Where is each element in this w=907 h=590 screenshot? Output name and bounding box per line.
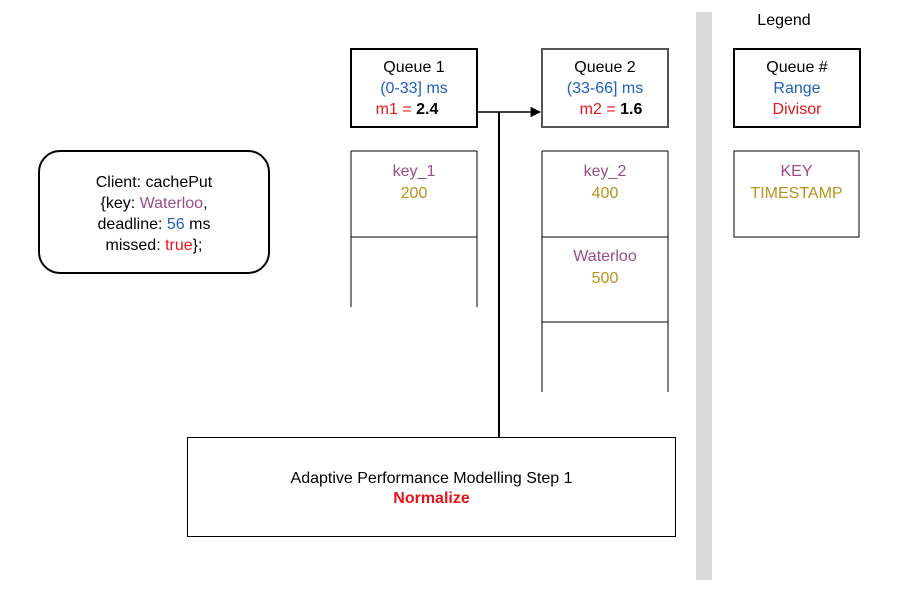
client-deadline-line: deadline: 56 ms <box>40 214 268 235</box>
legend-divisor-label: Divisor <box>772 101 822 118</box>
queue-2-divisor-label: m2 = <box>579 101 621 118</box>
entry-timestamp: 400 <box>591 185 619 202</box>
queue-1-range: (0-33] ms <box>380 80 448 97</box>
client-key-prefix: {key: <box>100 195 140 212</box>
client-call: Client: cachePut <box>95 174 213 191</box>
client-key-value: Waterloo <box>139 195 204 212</box>
queue-2-header: Queue 2 (33-66] ms m2 = 1.6 <box>541 48 669 128</box>
queue-1-header: Queue 1 (0-33] ms m1 = 2.4 <box>350 48 478 128</box>
legend-timestamp-label: TIMESTAMP <box>750 185 843 202</box>
client-missed-line: missed: true}; <box>40 235 268 256</box>
entry-timestamp: 200 <box>400 185 428 202</box>
client-missed-suffix: }; <box>192 237 203 254</box>
legend-entry: KEY TIMESTAMP <box>734 161 859 205</box>
legend-key-label: KEY <box>780 163 813 180</box>
queue-1-title: Queue 1 <box>383 59 445 76</box>
queue-2-divisor: m2 = 1.6 <box>543 99 667 120</box>
adaptive-title: Adaptive Performance Modelling Step 1 <box>290 470 573 487</box>
client-key-line: {key: Waterloo, <box>40 193 268 214</box>
queue-1-column <box>350 150 478 307</box>
legend-queue-label: Queue # <box>766 59 828 76</box>
queue-2-range: (33-66] ms <box>566 80 644 97</box>
queue-1-divisor: m1 = 2.4 <box>352 99 476 120</box>
queue-2-divisor-value: 1.6 <box>620 101 643 118</box>
client-deadline-prefix: deadline: <box>97 216 167 233</box>
client-missed-prefix: missed: <box>105 237 166 254</box>
entry-timestamp: 500 <box>591 270 619 287</box>
legend-title: Legend <box>757 12 811 29</box>
queue-2-title: Queue 2 <box>574 59 636 76</box>
client-key-suffix: , <box>203 195 208 212</box>
entry-key: Waterloo <box>573 248 637 265</box>
queue-1-entry-1: key_1 200 <box>351 161 477 205</box>
adaptive-modelling-box: Adaptive Performance Modelling Step 1 No… <box>187 437 676 537</box>
adaptive-step: Normalize <box>393 490 470 507</box>
legend-range-label: Range <box>773 80 821 97</box>
legend-key-box: Queue # Range Divisor <box>733 48 861 128</box>
legend-entry-box <box>733 150 860 238</box>
queue-2-entry-1: key_2 400 <box>542 161 668 205</box>
client-deadline-suffix: ms <box>184 216 211 233</box>
client-deadline-value: 56 <box>166 216 185 233</box>
entry-key: key_1 <box>392 163 436 180</box>
entry-key: key_2 <box>583 163 627 180</box>
client-request-box: Client: cachePut {key: Waterloo, deadlin… <box>38 150 270 274</box>
queue-2-column <box>541 150 669 392</box>
queue-1-divisor-label: m1 = <box>375 101 417 118</box>
legend-divider <box>696 12 712 580</box>
queue-1-divisor-value: 2.4 <box>416 101 439 118</box>
client-missed-value: true <box>165 237 193 254</box>
queue-2-entry-2: Waterloo 500 <box>542 246 668 290</box>
